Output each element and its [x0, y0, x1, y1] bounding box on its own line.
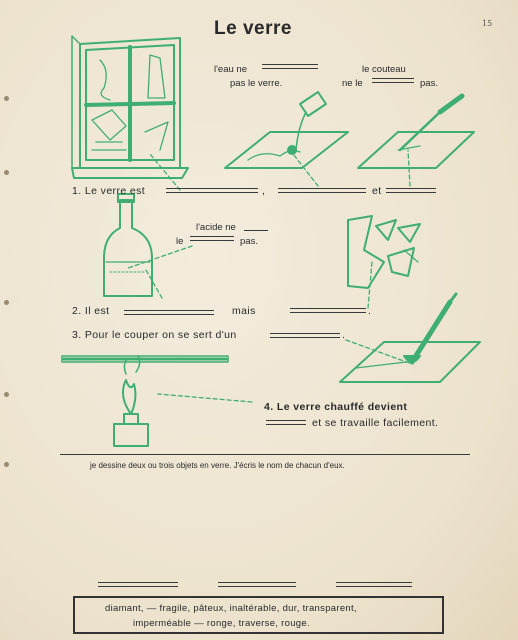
- knife-glass-illustration: [357, 93, 475, 169]
- q1-comma: ,: [262, 185, 266, 197]
- glass-cutter-illustration: [339, 292, 481, 383]
- binding-hole: [4, 170, 9, 175]
- water-text-line2: pas le verre.: [230, 78, 283, 89]
- question-4-line1: 4. Le verre chauffé devient: [264, 401, 408, 413]
- section-divider: [60, 454, 470, 455]
- q2-but: mais: [232, 305, 256, 317]
- q2-blank-2[interactable]: [290, 308, 366, 313]
- acid-blank[interactable]: [190, 236, 234, 241]
- q3-end: .: [342, 329, 346, 341]
- acid-blank-top[interactable]: [244, 230, 268, 231]
- binding-hole: [4, 392, 9, 397]
- word-bank-box: diamant, — fragile, pâteux, inaltérable,…: [73, 596, 444, 634]
- glass-rod-illustration: [61, 355, 229, 363]
- q1-blank-3[interactable]: [386, 188, 436, 193]
- binding-hole: [4, 462, 9, 467]
- water-pour-illustration: [224, 91, 349, 169]
- knife-text-line1: le couteau: [362, 64, 406, 75]
- object-name-line-1[interactable]: [98, 582, 178, 587]
- drawing-instruction: je dessine deux ou trois objets en verre…: [90, 461, 345, 470]
- acid-text-line2b: pas.: [240, 236, 258, 247]
- binding-hole: [4, 96, 9, 101]
- q1-blank-2[interactable]: [278, 188, 366, 193]
- bottle-illustration: [103, 193, 153, 297]
- q1-blank-1[interactable]: [166, 188, 258, 193]
- page-title: Le verre: [214, 18, 292, 39]
- question-3-text: 3. Pour le couper on se sert d'un: [72, 329, 237, 341]
- q4-blank[interactable]: [266, 420, 306, 425]
- word-bank-line2: imperméable — ronge, traverse, rouge.: [133, 618, 310, 629]
- dashed-arrows: [127, 149, 413, 403]
- q2-blank-1[interactable]: [124, 310, 214, 315]
- knife-text-line2b: pas.: [420, 78, 438, 89]
- question-2-label: 2. Il est: [72, 305, 110, 317]
- acid-text-line2a: le: [176, 236, 184, 247]
- water-text-line1: l'eau ne: [214, 64, 247, 75]
- window-illustration: [71, 35, 189, 179]
- acid-text-line1: l'acide ne: [196, 222, 236, 233]
- question-4-line2: et se travaille facilement.: [312, 417, 439, 429]
- knife-blank[interactable]: [372, 78, 414, 83]
- question-1-label: 1. Le verre est: [72, 185, 146, 197]
- q2-end: .: [368, 305, 372, 317]
- word-bank-line1: diamant, — fragile, pâteux, inaltérable,…: [105, 603, 357, 614]
- object-name-line-3[interactable]: [336, 582, 412, 587]
- water-blank[interactable]: [262, 64, 318, 69]
- broken-glass-illustration: [347, 215, 421, 289]
- spirit-lamp-illustration: [113, 355, 149, 447]
- page-number: 15: [482, 19, 493, 28]
- binding-hole: [4, 300, 9, 305]
- object-name-line-2[interactable]: [218, 582, 296, 587]
- q3-blank[interactable]: [270, 333, 340, 338]
- q1-and: et: [372, 185, 382, 197]
- knife-text-line2a: ne le: [342, 78, 363, 89]
